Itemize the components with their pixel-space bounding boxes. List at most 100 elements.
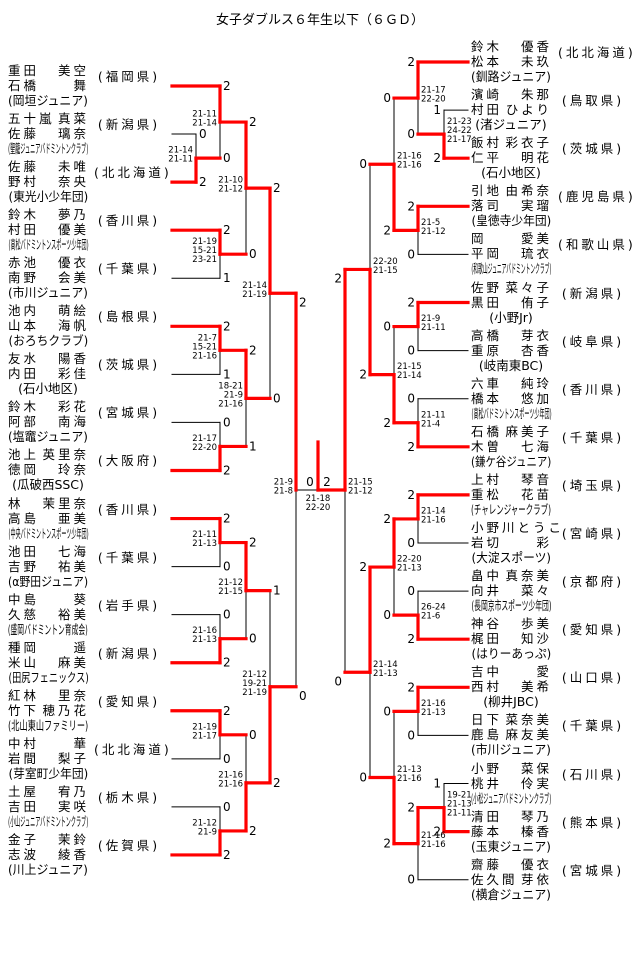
given-name: とうこ xyxy=(517,520,565,535)
entry-right: 濱崎朱那村田ひより(渚ジュニア) xyxy=(471,87,549,132)
prefecture: (北北海道) xyxy=(94,165,172,181)
match-score: 21-13 xyxy=(373,669,398,679)
entry-left: 鈴木彩花阿部南海(塩竈ジュニア) xyxy=(7,399,89,445)
given-name: 花苗 xyxy=(520,486,552,502)
match-score: 21-13 xyxy=(421,708,446,718)
player-1: 上村琴音 xyxy=(471,472,549,487)
family-name: 木曽 xyxy=(471,438,503,454)
game-count: 1 xyxy=(223,271,231,285)
entry-left: 友水陽香内田彩佳(石小地区) xyxy=(8,351,86,396)
player-1: 鈴木夢乃 xyxy=(8,207,86,222)
given-name: 七海 xyxy=(520,438,552,454)
player-2: 仁平明花 xyxy=(471,150,549,165)
player-1: 赤池優衣 xyxy=(8,255,86,270)
match-score: 19-21 xyxy=(447,791,472,801)
player-2: 野村奈央 xyxy=(8,174,86,189)
player-2: 山本海帆 xyxy=(8,318,86,333)
game-count: 0 xyxy=(249,728,257,742)
match-score: 21-6 xyxy=(421,612,440,622)
given-name: 菜保 xyxy=(520,760,552,776)
family-name: 吉田 xyxy=(8,798,40,814)
given-name: 愛美 xyxy=(520,231,552,247)
club-name: (塩竈ジュニア) xyxy=(7,429,88,445)
match-score: 21-9 xyxy=(224,390,243,400)
given-name: 里奈 xyxy=(57,687,89,703)
match-score: 21-12 xyxy=(218,578,243,588)
game-count: 0 xyxy=(407,392,415,406)
player-1: 金子茉鈴 xyxy=(8,832,86,847)
club-name: (東光小少年団) xyxy=(7,189,88,205)
given-name: 舞 xyxy=(73,78,89,93)
player-2: 桃井伶実 xyxy=(471,776,549,791)
given-name: 杏香 xyxy=(520,342,552,358)
entry-left: 佐藤未唯野村奈央(東光小少年団) xyxy=(7,159,88,205)
prefecture: (千葉県) xyxy=(561,429,625,445)
game-count: 2 xyxy=(223,848,231,862)
entry-right: 高橋芽衣重原杏香(岐南東BC) xyxy=(471,328,549,373)
game-count: 2 xyxy=(223,319,231,333)
match-score: 21-15 xyxy=(218,587,243,597)
club-name: (瓜破西SSC) xyxy=(12,477,84,493)
family-name: 佐野 xyxy=(471,279,503,295)
match-score: 26-24 xyxy=(421,603,446,613)
player-1: 池上英里奈 xyxy=(8,447,86,462)
family-name: 橋本 xyxy=(471,390,503,406)
given-name: 優衣 xyxy=(57,255,89,271)
match-score: 15-21 xyxy=(192,342,217,352)
family-name: 松本 xyxy=(471,54,503,69)
player-1: 種岡遥 xyxy=(8,640,86,655)
entry-left: 池内萌絵山本海帆(おろちクラブ) xyxy=(7,303,88,349)
club-name: (はりーあっぷ) xyxy=(470,646,551,662)
game-count: 0 xyxy=(223,608,231,622)
family-name: 畠中 xyxy=(471,568,503,584)
prefecture: (宮崎県) xyxy=(561,526,625,541)
game-count: 2 xyxy=(223,223,231,237)
match-score: 21-16 xyxy=(421,699,446,709)
prefecture: (香川県) xyxy=(97,213,161,229)
family-name: 中村 xyxy=(8,735,40,751)
game-count: 2 xyxy=(249,824,257,838)
match-score: 22-20 xyxy=(192,443,217,453)
prefecture: (島根県) xyxy=(97,309,161,325)
family-name: 小野 xyxy=(471,760,503,776)
given-name: 穂乃花 xyxy=(42,702,89,718)
given-name: 奈央 xyxy=(57,174,89,190)
family-name: 村田 xyxy=(8,222,40,238)
game-count: 1 xyxy=(433,777,441,791)
game-count: 0 xyxy=(299,689,307,703)
family-name: 石橋 xyxy=(471,423,503,439)
entry-left: 五十嵐真菜佐藤璃奈(聖籠ジュニアバドミントンクラブ) xyxy=(8,111,88,156)
match-score: 21-19 xyxy=(242,688,267,698)
given-name: 真奈美 xyxy=(505,568,552,584)
player-1: 土屋宥乃 xyxy=(8,784,86,799)
prefecture: (栃木県) xyxy=(97,789,161,805)
game-count: 2 xyxy=(223,512,231,526)
player-2: 竹下穂乃花 xyxy=(8,703,86,718)
match-score: 21-4 xyxy=(421,419,440,429)
game-count: 1 xyxy=(249,439,257,453)
family-name: 桃井 xyxy=(471,775,503,791)
prefecture: (千葉県) xyxy=(97,549,161,565)
match-score: 21-14 xyxy=(168,146,193,156)
given-name: 彩 xyxy=(536,535,552,550)
club-name: (鎌ケ谷ジュニア) xyxy=(471,453,552,469)
prefecture: (宮城県) xyxy=(97,405,161,421)
club-name: (おろちクラブ) xyxy=(7,333,88,349)
match-score: 21-17 xyxy=(421,86,446,96)
final-score: 21-18 xyxy=(306,494,331,504)
player-1: 神谷歩美 xyxy=(471,616,549,631)
player-2: 佐久間芽依 xyxy=(471,872,549,887)
family-name: 上村 xyxy=(471,471,503,487)
family-name: 重原 xyxy=(471,342,503,358)
family-name: 志波 xyxy=(8,846,40,862)
entry-left: 鈴木夢乃村田優美(高松バドミントンスポーツ少年団) xyxy=(8,207,88,252)
match-score: 18-21 xyxy=(218,381,243,391)
match-score: 21-14 xyxy=(397,371,422,381)
player-2: 阿部南海 xyxy=(8,414,86,429)
given-name: 彩花 xyxy=(57,399,89,415)
given-name: 愛 xyxy=(536,664,552,680)
game-count: 0 xyxy=(407,247,415,261)
final-score: 22-20 xyxy=(306,503,331,513)
player-1: 濱崎朱那 xyxy=(471,87,549,102)
family-name: 阿部 xyxy=(8,414,40,430)
